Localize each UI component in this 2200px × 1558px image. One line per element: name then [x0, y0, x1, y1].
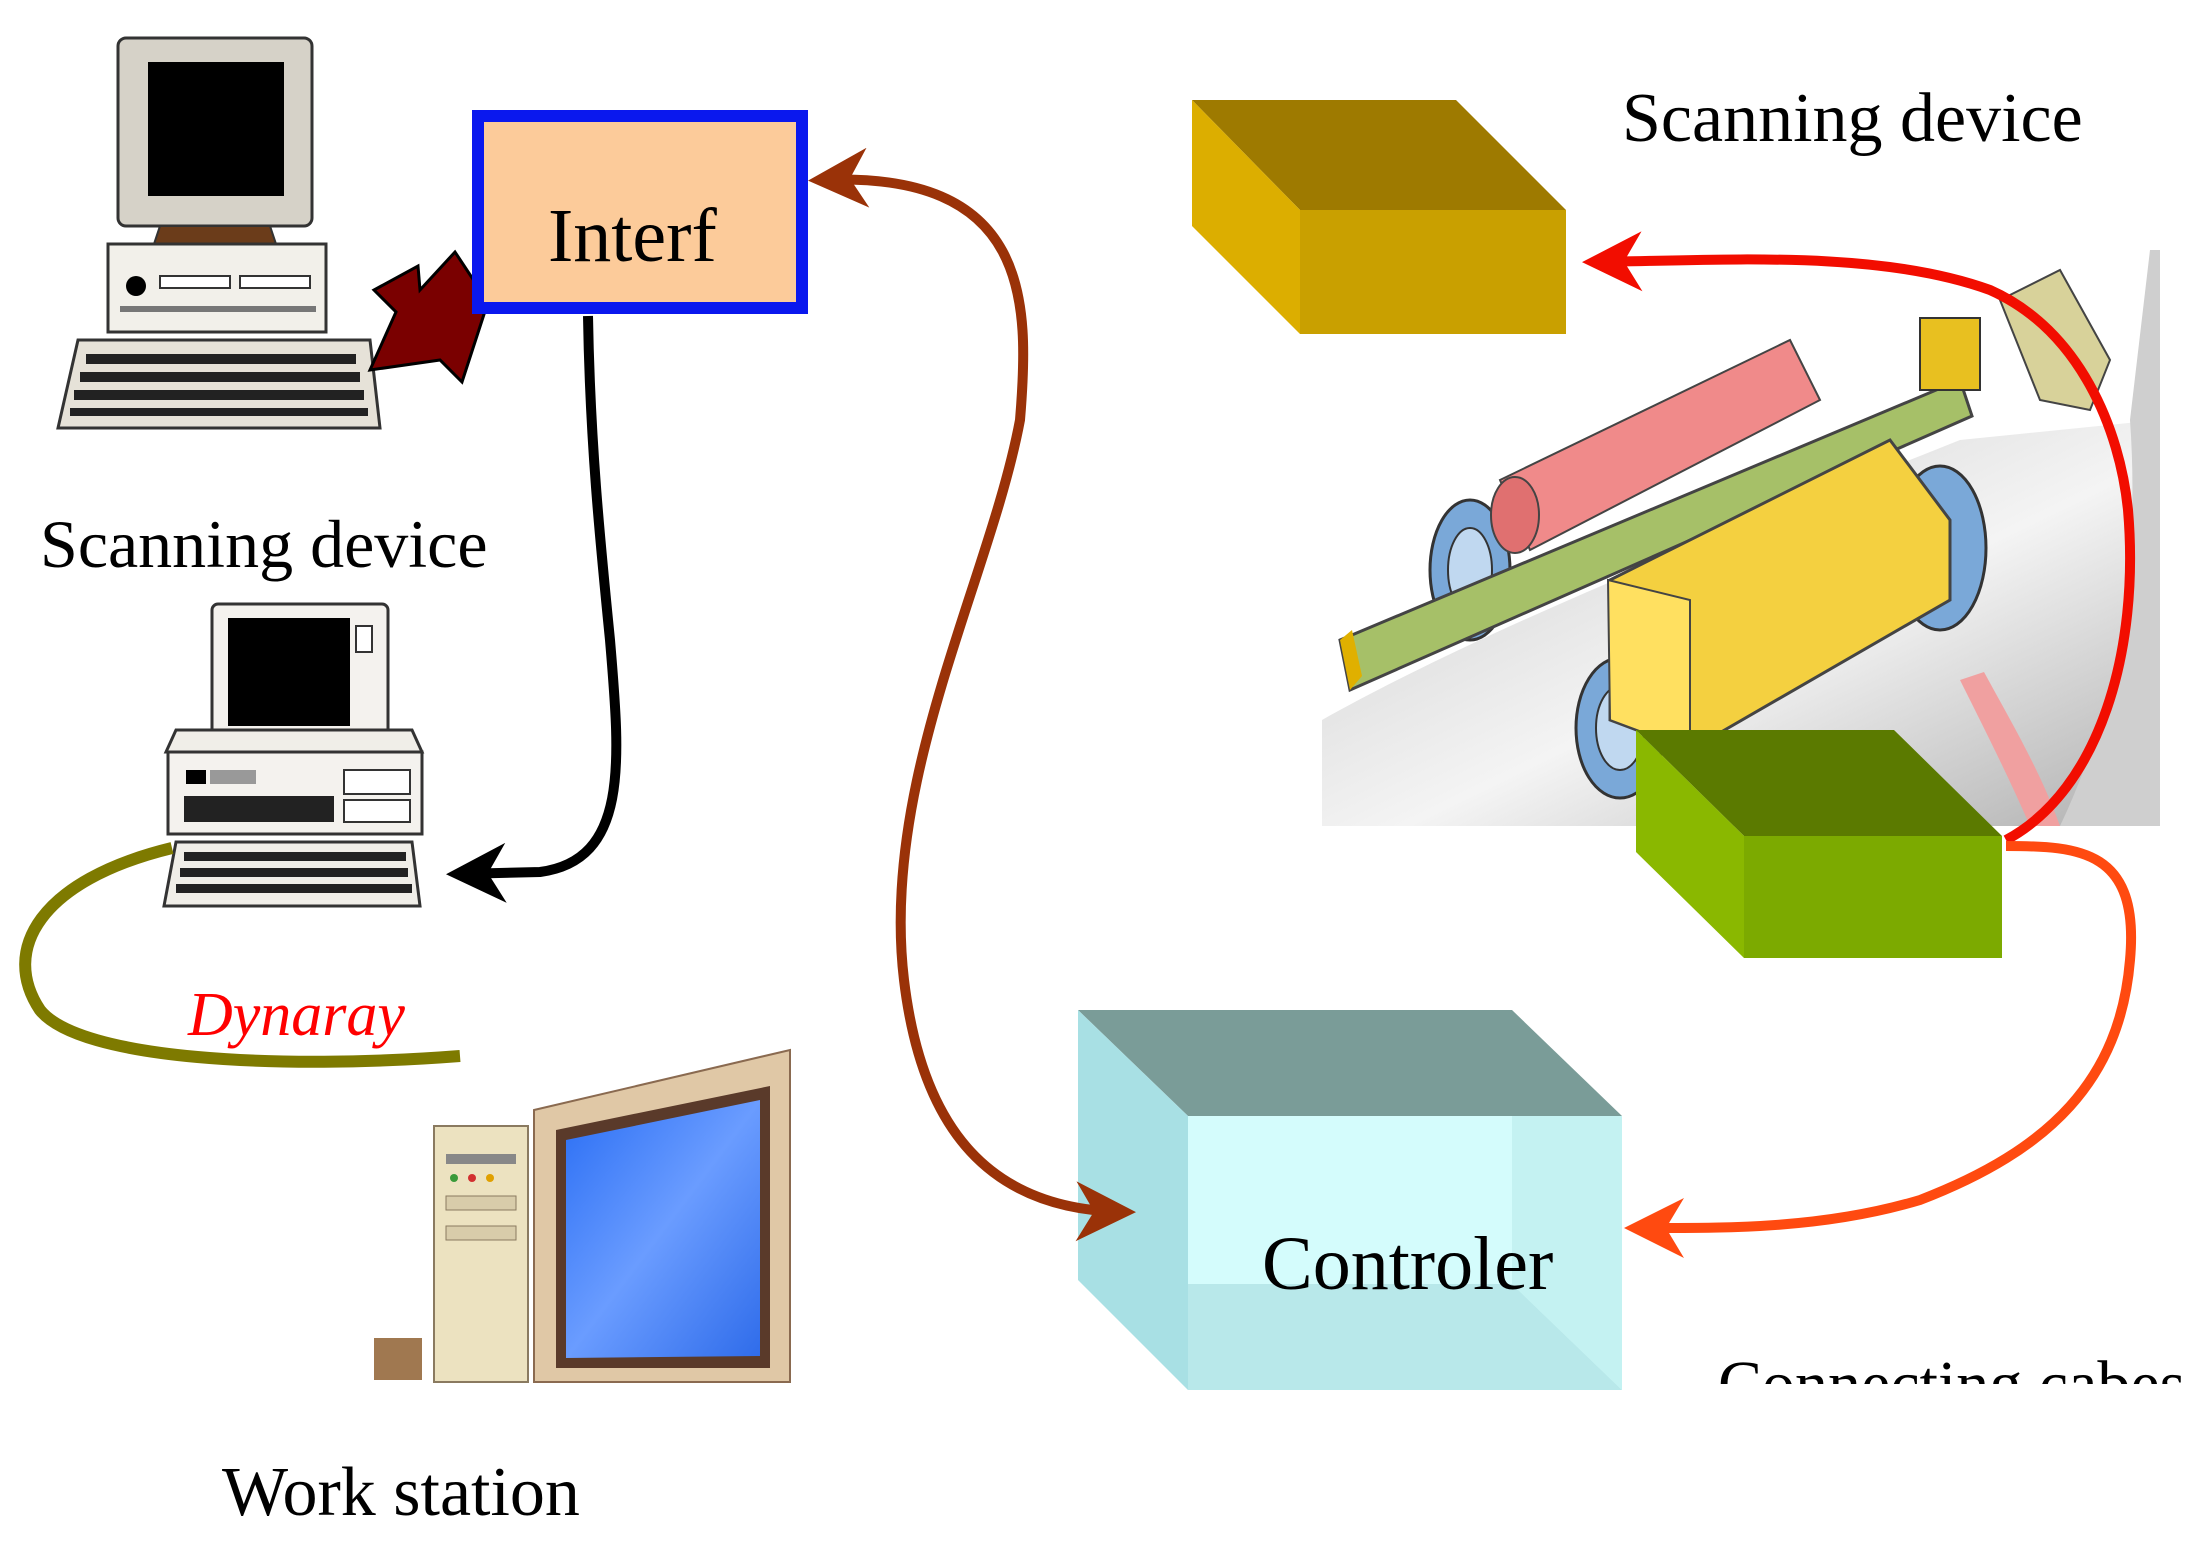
dark-red-arrow-icon	[367, 249, 490, 385]
scanning-device-box	[1192, 100, 1566, 334]
robot-scanner-arrow	[1582, 231, 2136, 845]
interface-controller-arrow	[808, 147, 1136, 1242]
cables-label: Connecting cabes	[1718, 1352, 2185, 1385]
interface-label: Interf	[548, 194, 717, 278]
controller-label: Controler	[1262, 1222, 1554, 1306]
scanning-device-right-label: Scanning device	[1622, 80, 2083, 157]
dynaray-cable	[19, 842, 461, 1068]
desktop-computer-icon	[162, 602, 425, 908]
cables-label-clip: Connecting cabes	[1718, 1348, 2188, 1385]
workstation-monitor-icon	[374, 1048, 791, 1383]
software-label: Dynaray	[188, 981, 405, 1049]
robot-controller-cable	[1624, 841, 2137, 1259]
interface-box	[472, 110, 808, 314]
green-device-box	[1636, 730, 2002, 958]
scanning-device-left-label: Scanning device	[40, 506, 488, 582]
workstation-label: Work station	[222, 1454, 580, 1531]
controller-box	[1078, 1010, 1622, 1390]
interface-pc-arrow	[446, 315, 622, 903]
desktop-computer-icon	[56, 36, 382, 430]
pipe-scanner-robot-icon	[1322, 250, 2160, 826]
